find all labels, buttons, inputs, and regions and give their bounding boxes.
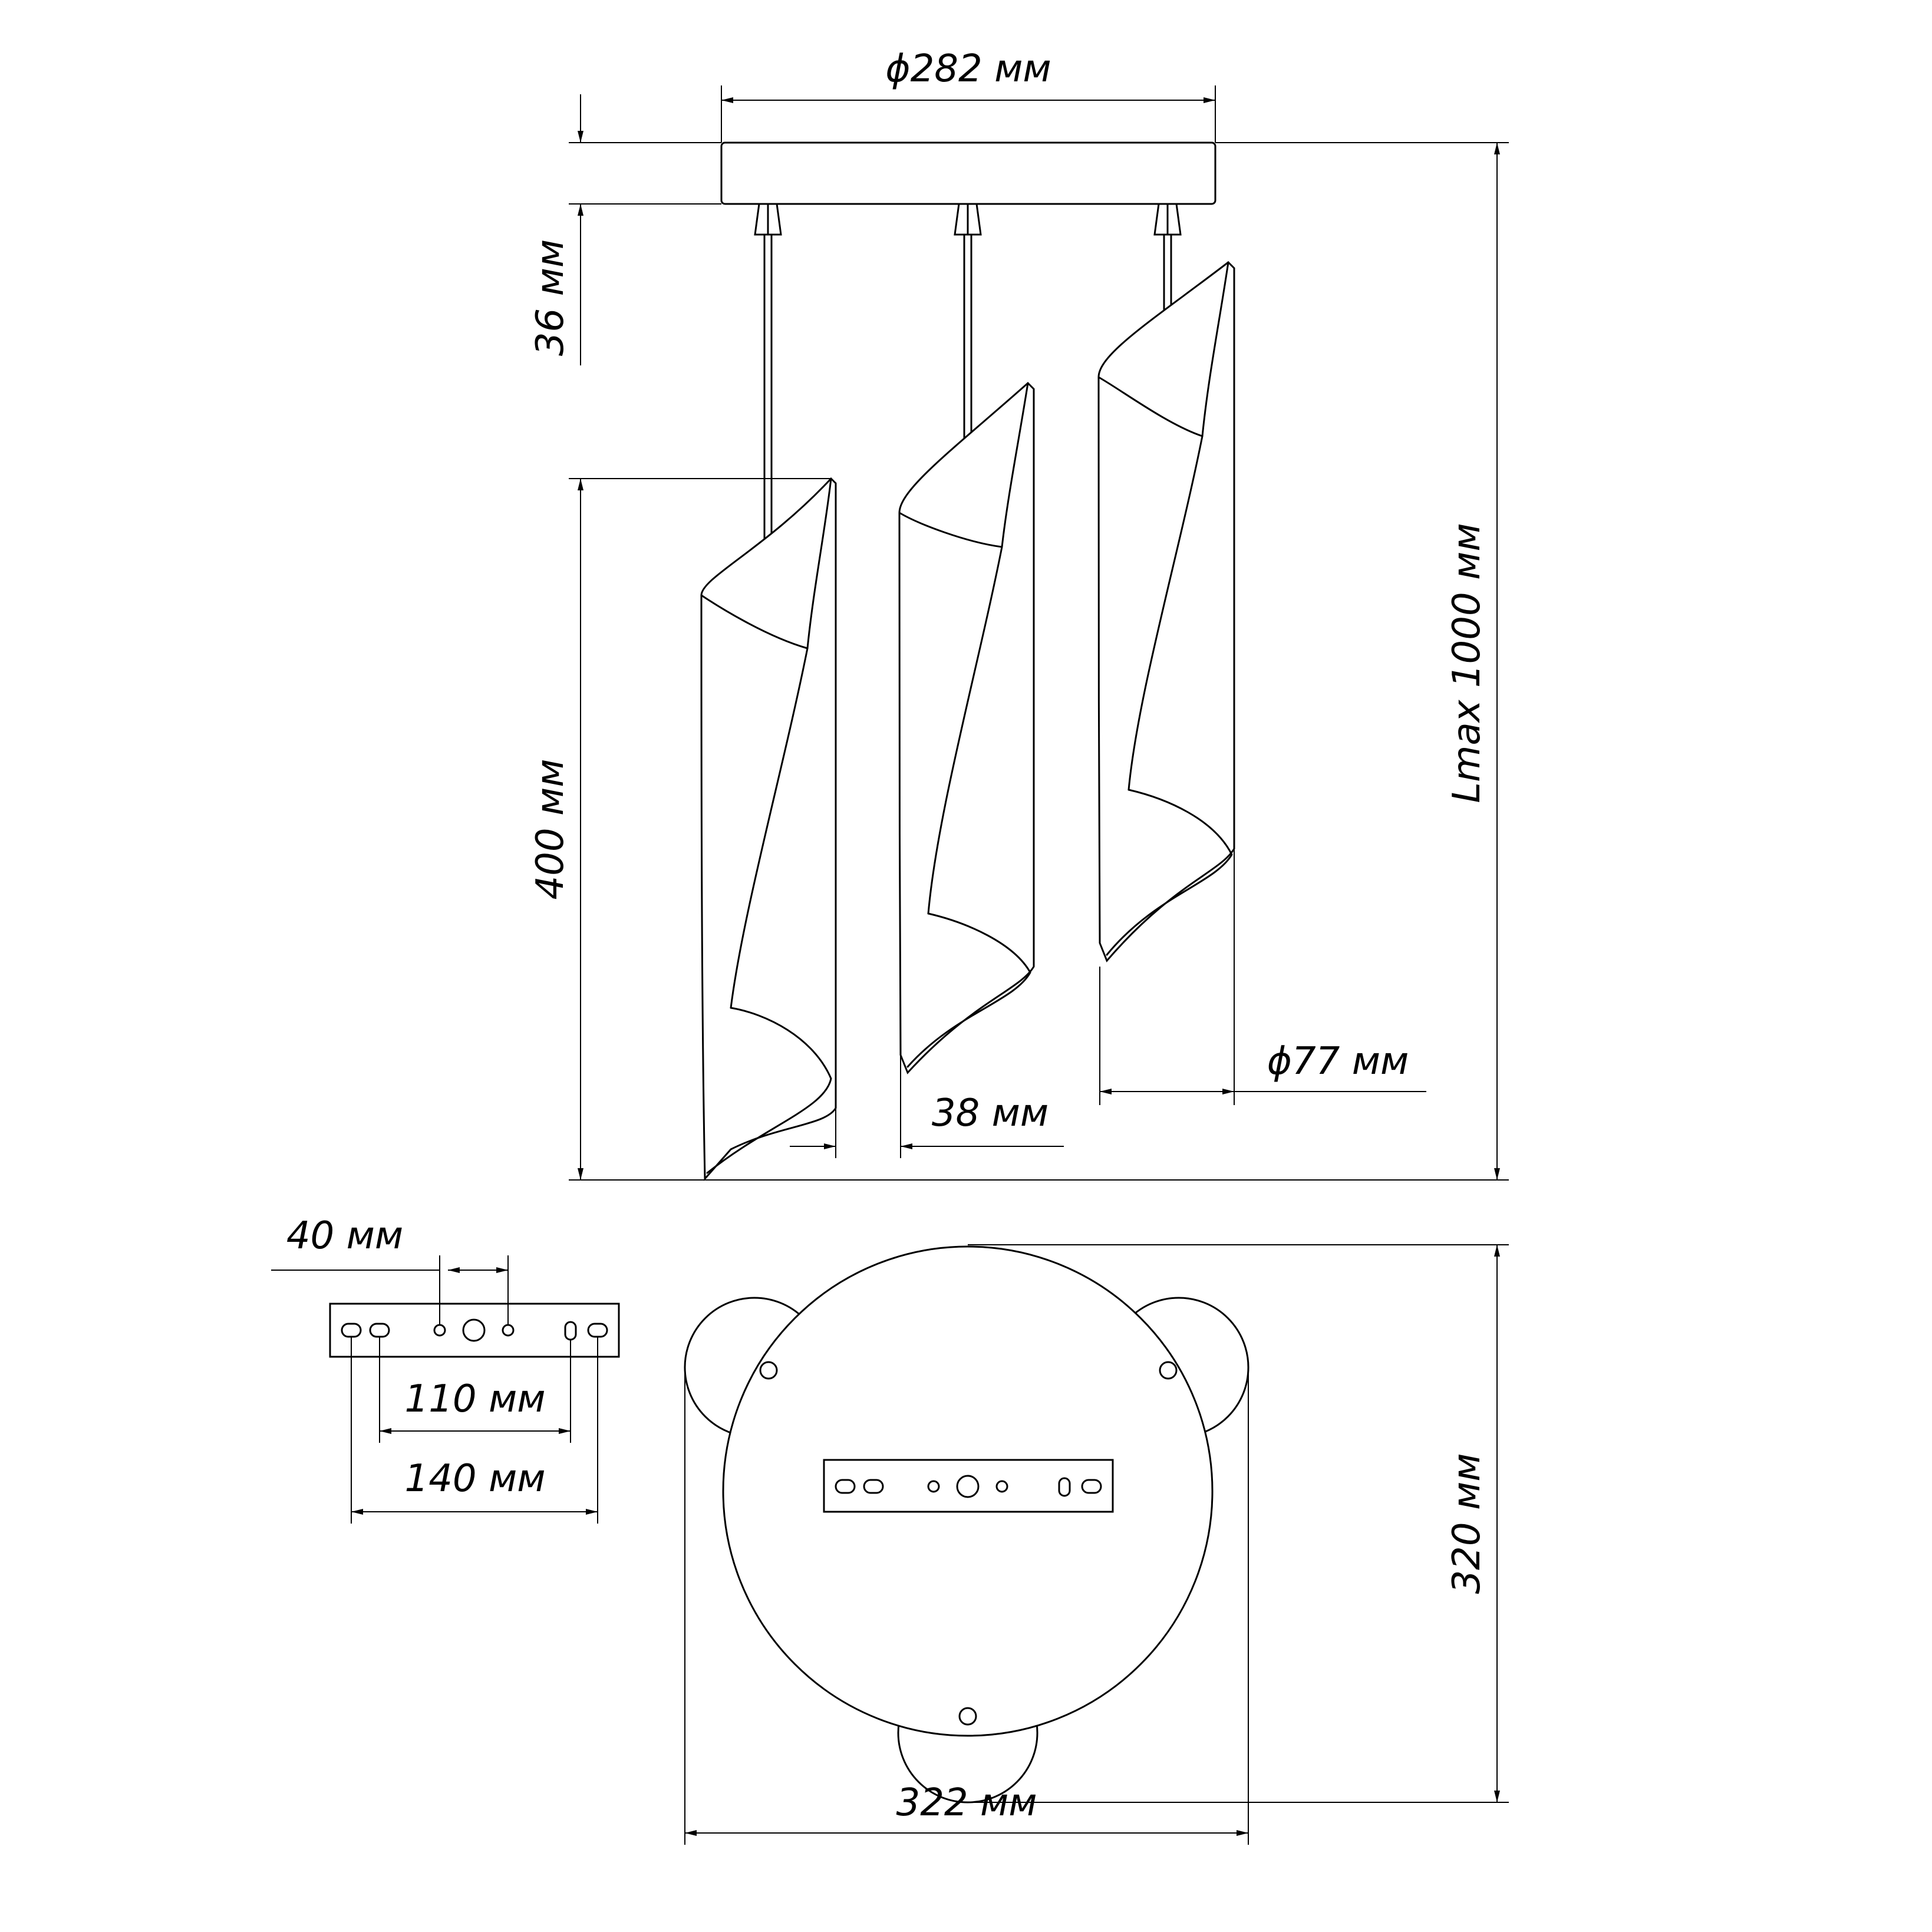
shade-diameter-label: ϕ77 мм — [1267, 1040, 1409, 1083]
shade-height-label: 400 мм — [529, 759, 572, 899]
dim-shade-diameter: ϕ77 мм — [1099, 849, 1426, 1105]
max-length-label: Lmax 1000 мм — [1445, 523, 1489, 803]
top-view: 322 мм 320 мм — [684, 1244, 1509, 1845]
mounting-bracket-view: 40 мм 110 мм 140 мм — [271, 1214, 620, 1524]
canopy — [720, 141, 1216, 205]
bracket-center-holes-label: 40 мм — [286, 1214, 403, 1258]
dim-max-length: Lmax 1000 мм — [569, 142, 1509, 1181]
bracket-inner-holes-label: 110 мм — [404, 1377, 545, 1421]
shade-right — [1097, 261, 1235, 962]
dim-canopy-diameter: ϕ282 мм — [721, 47, 1216, 143]
shade-gap-label: 38 мм — [932, 1092, 1049, 1135]
dim-shade-height: 400 мм — [529, 478, 831, 1180]
canopy-diameter-label: ϕ282 мм — [885, 47, 1051, 91]
dim-canopy-height: 36 мм — [529, 94, 721, 365]
bracket-on-canopy — [823, 1459, 1114, 1513]
canopy-height-label: 36 мм — [529, 239, 572, 356]
top-view-depth-label: 320 мм — [1445, 1453, 1489, 1594]
suspension-mounts — [754, 203, 1182, 236]
front-view: ϕ282 мм 36 мм Lmax 1000 мм 400 мм — [529, 47, 1509, 1181]
shade-left — [700, 477, 837, 1181]
dim-shade-gap: 38 мм — [790, 1055, 1064, 1158]
shade-middle — [898, 381, 1035, 1074]
bracket-outer-holes-label: 140 мм — [404, 1457, 545, 1501]
